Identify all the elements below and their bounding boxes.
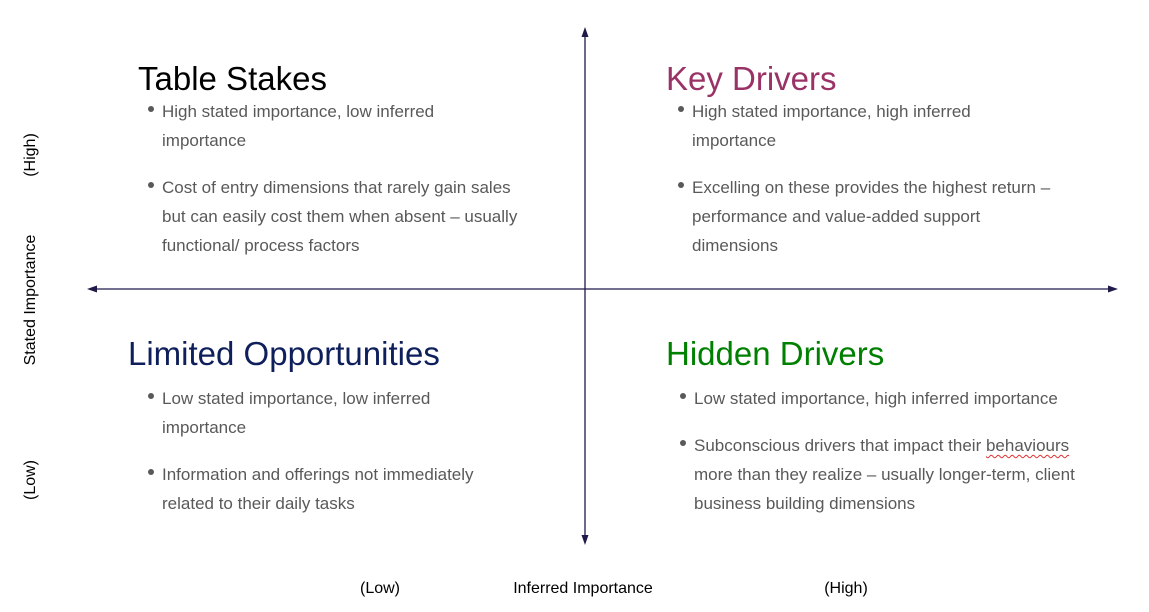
x-axis-high-label: (High) [824, 580, 868, 597]
bullet: Subconscious drivers that impact their b… [680, 431, 1079, 518]
y-axis-high-label: (High) [22, 133, 39, 177]
bullet: Low stated importance, high inferred imp… [680, 384, 1086, 413]
bullet: High stated importance, low inferred imp… [148, 97, 518, 155]
quadrant-table-stakes: Table Stakes High stated importance, low… [138, 59, 518, 278]
bullet-text: more than they realize – usually longer-… [694, 465, 1075, 513]
arrow-up-icon [581, 27, 589, 37]
bullet: High stated importance, high inferred im… [678, 97, 992, 155]
arrow-right-icon [1108, 285, 1118, 293]
quadrant-title: Hidden Drivers [666, 335, 885, 372]
bullet: Cost of entry dimensions that rarely gai… [148, 173, 518, 260]
bullet: Low stated importance, low inferred impo… [148, 384, 452, 442]
x-axis-title: Inferred Importance [513, 580, 653, 597]
bullet: Information and offerings not immediatel… [148, 460, 502, 518]
quadrant-title: Table Stakes [138, 60, 327, 97]
misspelled-word: behaviours [985, 436, 1070, 455]
y-axis-low-label: (Low) [22, 459, 39, 501]
quadrant-hidden-drivers: Hidden Drivers Low stated importance, hi… [666, 334, 1086, 536]
arrow-down-icon [581, 535, 589, 545]
bullet-text: Subconscious drivers that impact their [694, 436, 986, 455]
x-axis-low-label: (Low) [359, 580, 401, 597]
quadrant-key-drivers: Key Drivers High stated importance, high… [666, 59, 1066, 278]
quadrant-limited-opportunities: Limited Opportunities Low stated importa… [128, 334, 518, 536]
arrow-left-icon [87, 285, 97, 293]
quadrant-title: Limited Opportunities [128, 335, 440, 372]
quadrant-title: Key Drivers [666, 60, 837, 97]
bullet: Excelling on these provides the highest … [678, 173, 1066, 260]
y-axis-title: Stated Importance [22, 234, 39, 366]
